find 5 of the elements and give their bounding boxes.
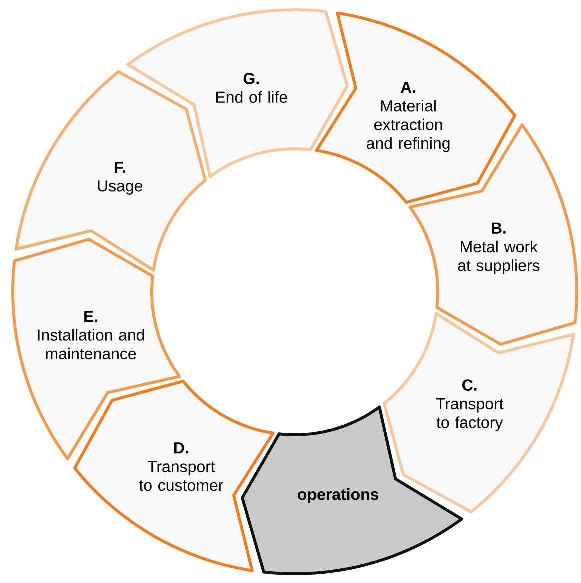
chevron-segment: C. Transport to factory [382, 312, 576, 514]
chevron-segment: A. Material extraction and refining [315, 12, 517, 204]
chevron-segment: F. Usage [14, 70, 208, 272]
chevron-segment: G. End of life [126, 8, 349, 178]
chevron-segment: D. Transport to customer [73, 380, 275, 572]
